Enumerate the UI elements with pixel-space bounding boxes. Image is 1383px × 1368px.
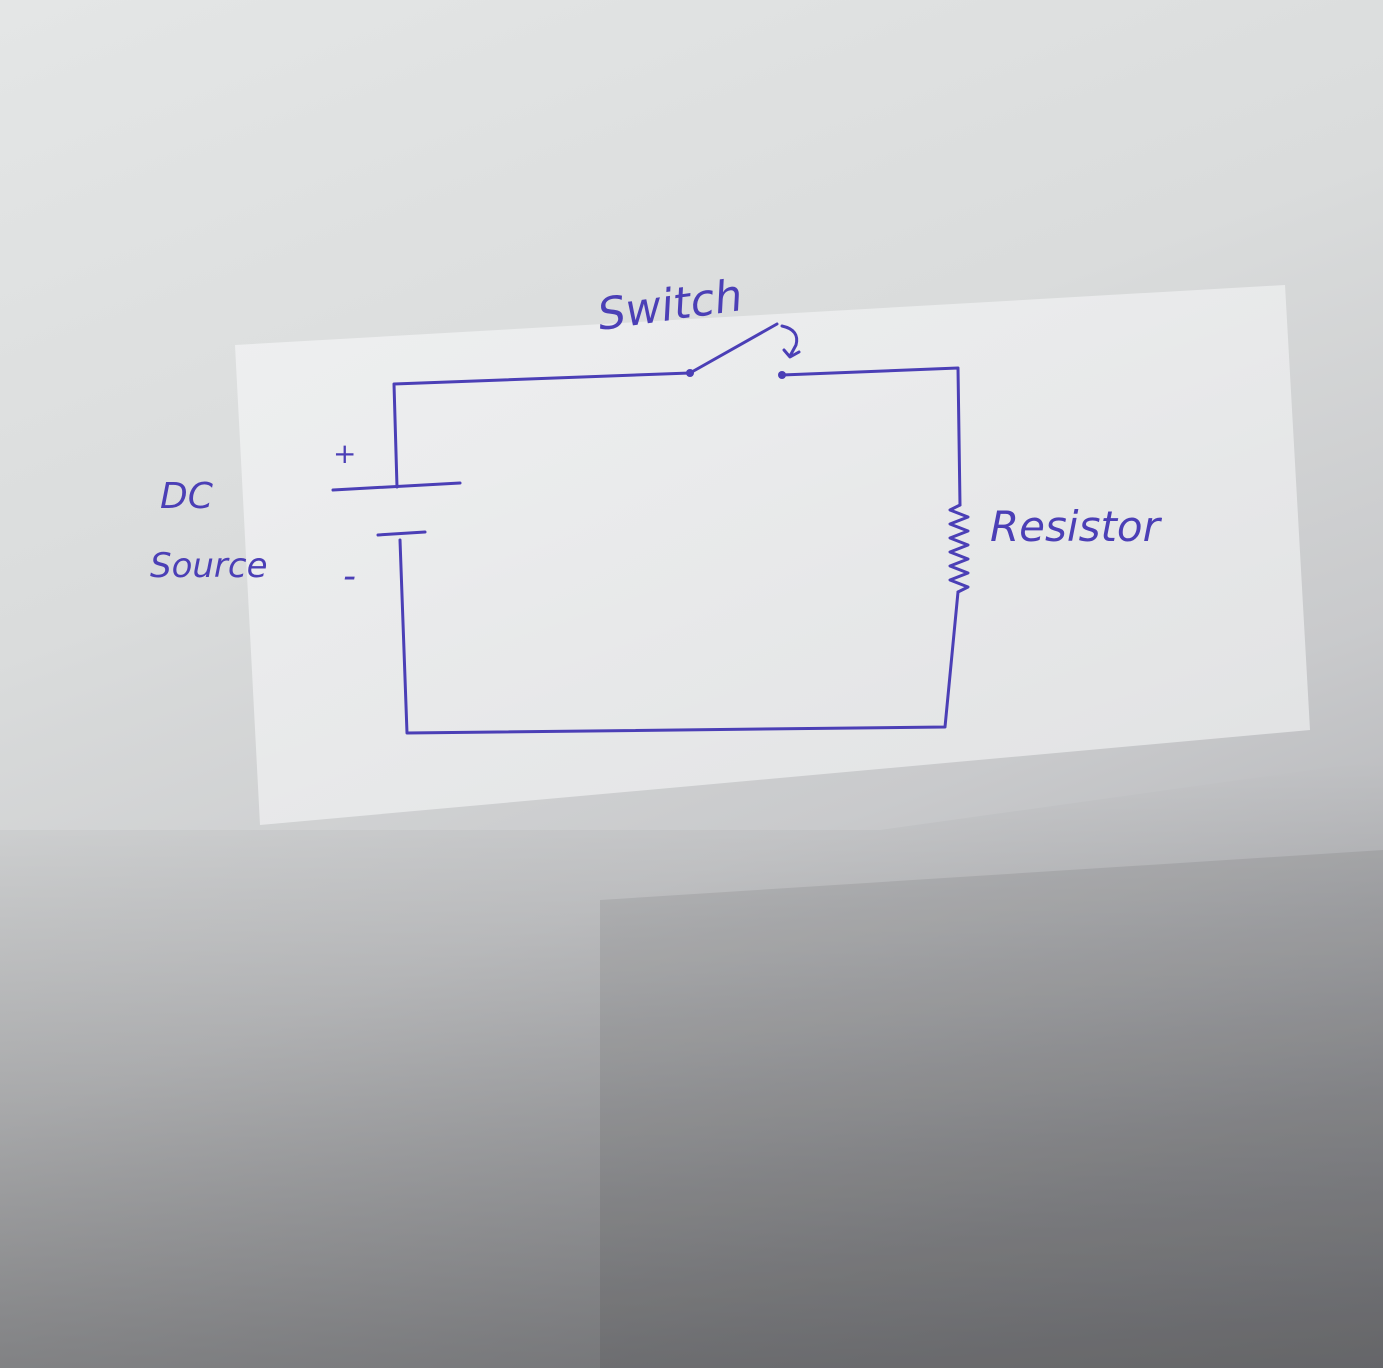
- resistor-label: Resistor: [990, 502, 1163, 551]
- resistor-zigzag: [948, 503, 970, 594]
- switch-contact-right: [778, 371, 786, 379]
- photo-shadow-dark: [600, 850, 1383, 1368]
- switch-lever: [688, 322, 779, 375]
- wire-top-left: [392, 371, 692, 489]
- switch-contact-left: [686, 369, 694, 377]
- photo-shadow: [0, 760, 1383, 1368]
- paper-sheet: [235, 285, 1310, 825]
- minus-label: -: [343, 556, 356, 597]
- switch-arrow: [780, 324, 801, 359]
- circuit-wires: [331, 322, 970, 735]
- battery-short-plate: [376, 530, 427, 537]
- plus-label: +: [333, 437, 356, 470]
- wire-top-right: [780, 366, 962, 507]
- source-label-line1: DC: [160, 476, 214, 517]
- battery-long-plate: [331, 481, 462, 492]
- wire-bottom: [398, 538, 960, 735]
- source-label-line2: Source: [150, 546, 268, 586]
